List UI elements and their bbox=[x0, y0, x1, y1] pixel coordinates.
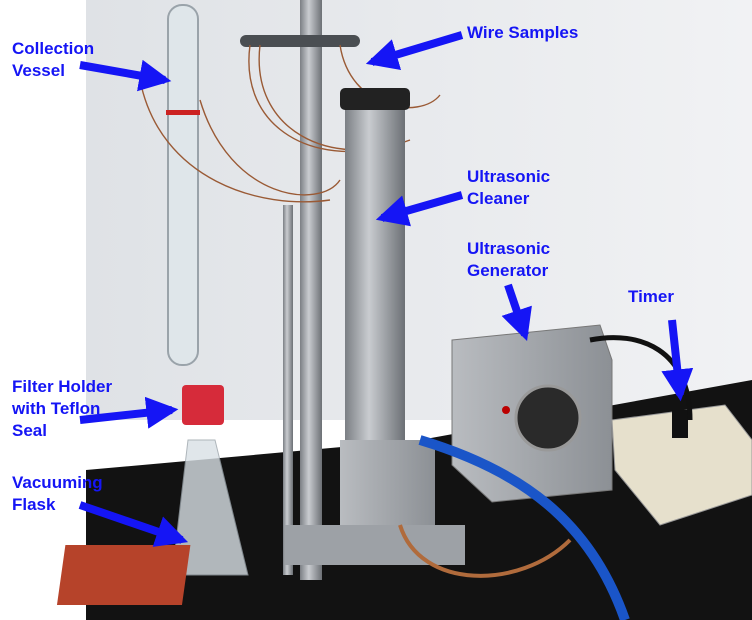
wire-holder bbox=[240, 35, 360, 47]
flask-pad bbox=[56, 545, 191, 605]
label-line: Ultrasonic bbox=[467, 167, 551, 186]
label-line: Seal bbox=[12, 421, 47, 440]
arrow-timer bbox=[661, 319, 694, 402]
label-line: Flask bbox=[12, 495, 56, 514]
fan-grille bbox=[514, 384, 582, 452]
label-line: Generator bbox=[467, 261, 549, 280]
arrow-collection-vessel bbox=[79, 59, 172, 92]
label-line: Cleaner bbox=[467, 189, 530, 208]
power-light bbox=[502, 406, 510, 414]
arrow-filter-holder bbox=[79, 396, 179, 429]
arrows bbox=[78, 31, 694, 547]
arrow-ultrasonic-cleaner bbox=[375, 191, 464, 227]
ultrasonic-cleaner bbox=[345, 95, 405, 440]
timer-plug bbox=[672, 410, 688, 438]
rubber-band bbox=[166, 110, 200, 115]
label-vacuuming-flask: Vacuuming Flask bbox=[12, 472, 103, 516]
label-line: Filter Holder bbox=[12, 377, 113, 396]
arrow-vacuuming-flask bbox=[78, 501, 189, 547]
arrow-wire-samples bbox=[365, 31, 464, 70]
label-ultrasonic-cleaner: Ultrasonic Cleaner bbox=[467, 166, 550, 210]
label-wire-samples: Wire Samples bbox=[467, 23, 579, 42]
stand-rod bbox=[300, 0, 322, 580]
timer bbox=[611, 404, 752, 526]
label-filter-holder: Filter Holder with Teflon Seal bbox=[12, 376, 112, 442]
stand-rod-small bbox=[283, 205, 293, 575]
copper-cable bbox=[398, 524, 572, 578]
collection-vessel bbox=[167, 4, 199, 366]
label-line: Ultrasonic bbox=[467, 239, 551, 258]
arrow-ultrasonic-generator bbox=[501, 283, 532, 342]
cleaner-cap bbox=[340, 88, 410, 110]
base-plate bbox=[285, 525, 465, 565]
blue-hose bbox=[418, 435, 630, 620]
label-line: Vacuuming bbox=[12, 473, 103, 492]
label-line: with Teflon bbox=[12, 399, 101, 418]
label-ultrasonic-generator: Ultrasonic Generator bbox=[467, 238, 550, 282]
label-timer: Timer bbox=[628, 287, 674, 306]
filter-holder bbox=[182, 385, 224, 425]
label-line: Vessel bbox=[12, 61, 65, 80]
label-collection-vessel: Collection Vessel bbox=[12, 38, 94, 82]
label-line: Collection bbox=[12, 39, 95, 58]
